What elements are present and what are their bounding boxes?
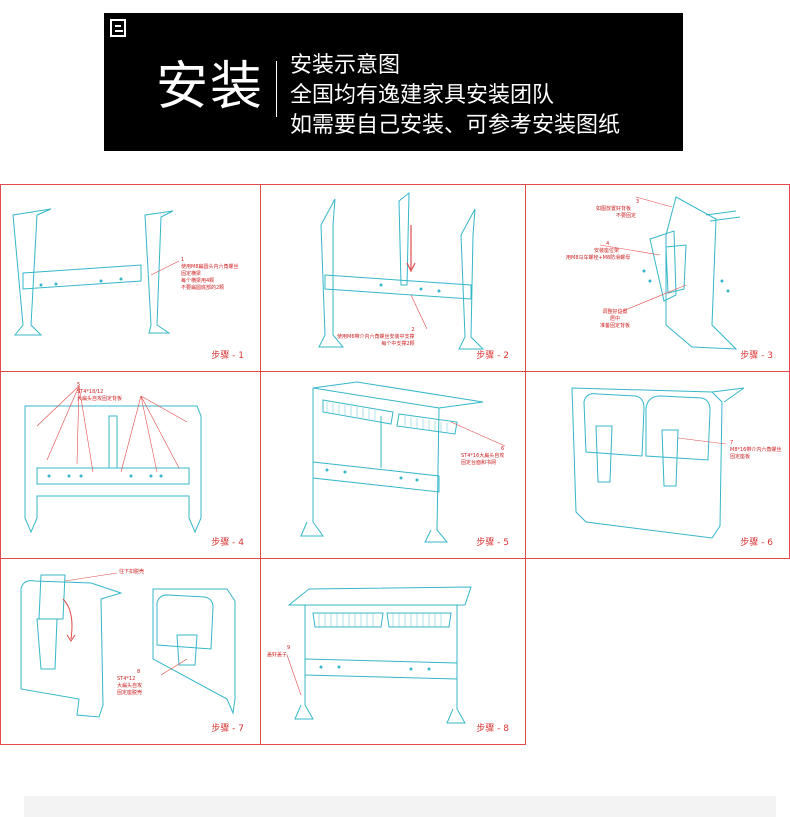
step-3-panel: 3 如图放置好背板 不要固定 4 安装座位架 用M8马车螺栓+M8防滑螺母 调整… bbox=[525, 184, 790, 372]
step-2-diagram bbox=[318, 191, 485, 350]
step-8-label: 步骤 - 8 bbox=[476, 724, 509, 734]
step-1-label: 步骤 - 1 bbox=[211, 351, 244, 361]
step-7-label: 步骤 - 7 bbox=[211, 724, 244, 734]
step-3-label: 步骤 - 3 bbox=[740, 351, 773, 361]
banner-line-1: 安装示意图 bbox=[290, 53, 401, 78]
step-1-diagram bbox=[12, 208, 180, 336]
step-8-panel: 9 盖好盖子 步骤 - 8 bbox=[260, 558, 526, 745]
banner-text: 安装示意图 全国均有逸建家具安装团队 如需要自己安装、可参考安装图纸 bbox=[290, 51, 620, 141]
step-3-note-a: 3 如图放置好背板 不要固定 bbox=[596, 199, 640, 219]
next-section-panel bbox=[24, 796, 776, 817]
step-5-note: 6 ST4*16大扁头自攻 固定台面和书网 bbox=[461, 446, 505, 466]
step-1-note: 1 使用M8扁圆头内六角螺丝 固定横梁 每个横梁用4颗 不要扁圆底部的2颗 bbox=[181, 257, 239, 291]
header-banner: 安装 安装示意图 全国均有逸建家具安装团队 如需要自己安装、可参考安装图纸 bbox=[104, 13, 683, 151]
step-7-diagram bbox=[20, 572, 236, 718]
banner-divider bbox=[276, 61, 277, 117]
step-4-panel: 5 ST4*18/12 大扁头自攻固定背板 步骤 - 4 bbox=[0, 371, 261, 559]
step-3-diagram bbox=[599, 196, 741, 350]
step-1-panel: 1 使用M8扁圆头内六角螺丝 固定横梁 每个横梁用4颗 不要扁圆底部的2颗 步骤… bbox=[0, 184, 261, 372]
step-7-note-b: 8 ST4*12 大扁头自攻 固定座脱壳 bbox=[117, 669, 143, 696]
step-4-label: 步骤 - 4 bbox=[211, 538, 244, 548]
step-8-diagram bbox=[286, 586, 472, 724]
step-2-panel: 2 使用M6带介内六角螺丝安装中支撑 每个中支撑2颗 步骤 - 2 bbox=[260, 184, 526, 372]
step-3-note-c: 调整好位置 居中 准备固定背板 bbox=[600, 309, 631, 329]
step-2-label: 步骤 - 2 bbox=[476, 351, 509, 361]
banner-line-3: 如需要自己安装、可参考安装图纸 bbox=[290, 113, 621, 138]
step-7-note-a: 往下扣脱壳 bbox=[119, 569, 145, 575]
banner-line-2: 全国均有逸建家具安装团队 bbox=[290, 83, 555, 108]
step-6-label: 步骤 - 6 bbox=[740, 538, 773, 548]
step-3-note-b: 4 安装座位架 用M8马车螺栓+M8防滑螺母 bbox=[566, 241, 631, 261]
step-5-panel: 6 ST4*16大扁头自攻 固定台面和书网 步骤 - 5 bbox=[260, 371, 526, 559]
banner-title: 安装 bbox=[156, 57, 265, 117]
step-6-panel: 7 M8*16带介内六角螺丝 固定座板 步骤 - 6 bbox=[525, 371, 790, 559]
step-7-panel: 往下扣脱壳 8 ST4*12 大扁头自攻 固定座脱壳 步骤 - 7 bbox=[0, 558, 261, 745]
installation-steps-grid: 1 使用M8扁圆头内六角螺丝 固定横梁 每个横梁用4颗 不要扁圆底部的2颗 步骤… bbox=[0, 184, 790, 745]
step-4-diagram bbox=[24, 385, 202, 534]
brand-logo-icon bbox=[110, 19, 126, 37]
step-6-diagram bbox=[571, 387, 745, 539]
step-5-diagram bbox=[300, 381, 506, 543]
step-2-note: 2 使用M6带介内六角螺丝安装中支撑 每个中支撑2颗 bbox=[337, 327, 415, 347]
step-4-note: 5 ST4*18/12 大扁头自攻固定背板 bbox=[77, 382, 123, 402]
step-8-note: 9 盖好盖子 bbox=[267, 645, 291, 658]
step-6-note: 7 M8*16带介内六角螺丝 固定座板 bbox=[730, 440, 782, 460]
step-5-label: 步骤 - 5 bbox=[476, 538, 509, 548]
